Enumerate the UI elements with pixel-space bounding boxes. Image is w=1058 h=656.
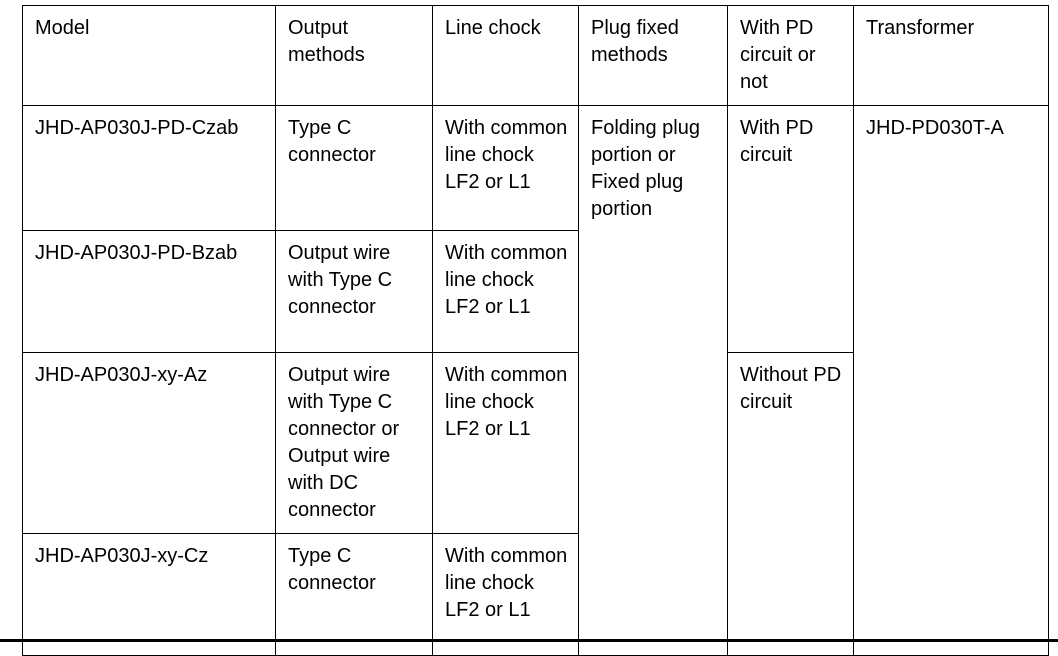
cell-line-chock-value: With common line chock LF2 or L1 [445,117,568,193]
cell-line-chock-value: With common line chock LF2 or L1 [445,364,568,440]
cell-pd-circuit-without-value: Without PD circuit [740,364,842,413]
cell-output-methods-value: Type C connector [288,545,376,594]
cell-line-chock: With common line chock LF2 or L1 [432,230,579,353]
cell-output-methods: Output wire with Type C connector [275,230,433,353]
cell-transformer-merged: JHD-PD030T-A [853,105,1049,656]
column-header-model: Model [22,5,276,106]
table-row: JHD-AP030J-PD-Czab Type C connector With… [22,105,1049,656]
cell-output-methods-value: Type C connector [288,117,376,166]
cell-line-chock: With common line chock LF2 or L1 [432,352,579,534]
cell-plug-fixed-methods-merged: Folding plug portion or Fixed plug porti… [578,105,728,656]
column-header-transformer-label: Transformer [866,17,975,39]
cell-output-methods: Output wire with Type C connector or Out… [275,352,433,534]
cell-output-methods-value: Output wire with Type C connector or Out… [288,364,400,521]
cell-line-chock: With common line chock LF2 or L1 [432,105,579,231]
cell-model-value: JHD-AP030J-PD-Czab [35,117,239,139]
cell-plug-fixed-methods-value: Folding plug portion or Fixed plug porti… [591,117,700,220]
table-body: JHD-AP030J-PD-Czab Type C connector With… [22,105,1049,656]
column-header-transformer: Transformer [853,5,1049,106]
table-header: Model Output methods Line chock Plug fix… [22,5,1049,106]
cell-model-value: JHD-AP030J-PD-Bzab [35,242,238,264]
cell-model: JHD-AP030J-PD-Czab [22,105,276,231]
table-row: JHD-AP030J-xy-Az Output wire with Type C… [22,352,1049,656]
cell-output-methods-value: Output wire with Type C connector [288,242,393,318]
table-header-row: Model Output methods Line chock Plug fix… [22,5,1049,106]
column-header-line-chock: Line chock [432,5,579,106]
column-header-plug-fixed-methods: Plug fixed methods [578,5,728,106]
cell-model: JHD-AP030J-PD-Bzab [22,230,276,353]
cell-line-chock: With common line chock LF2 or L1 [432,533,579,656]
cell-model-value: JHD-AP030J-xy-Cz [35,545,209,567]
cell-output-methods: Type C connector [275,533,433,656]
cell-model: JHD-AP030J-xy-Cz [22,533,276,656]
column-header-pd-circuit-label: With PD circuit or not [740,17,816,93]
cell-output-methods: Type C connector [275,105,433,231]
cell-pd-circuit-with: With PD circuit [727,105,854,353]
cell-line-chock-value: With common line chock LF2 or L1 [445,242,568,318]
column-header-model-label: Model [35,17,90,39]
column-header-output-methods-label: Output methods [288,17,365,66]
table-row: JHD-AP030J-xy-Cz Type C connector With c… [22,533,1049,656]
cell-pd-circuit-with-value: With PD circuit [740,117,814,166]
spec-table: Model Output methods Line chock Plug fix… [22,5,1049,656]
column-header-line-chock-label: Line chock [445,17,541,39]
table-row: JHD-AP030J-PD-Bzab Output wire with Type… [22,230,1049,353]
column-header-pd-circuit: With PD circuit or not [727,5,854,106]
column-header-output-methods: Output methods [275,5,433,106]
column-header-plug-fixed-methods-label: Plug fixed methods [591,17,679,66]
cell-line-chock-value: With common line chock LF2 or L1 [445,545,568,621]
cell-model-value: JHD-AP030J-xy-Az [35,364,208,386]
cell-transformer-value: JHD-PD030T-A [866,117,1004,139]
cell-model: JHD-AP030J-xy-Az [22,352,276,534]
page-bottom-rule [0,639,1058,642]
cell-pd-circuit-without: Without PD circuit [727,352,854,656]
